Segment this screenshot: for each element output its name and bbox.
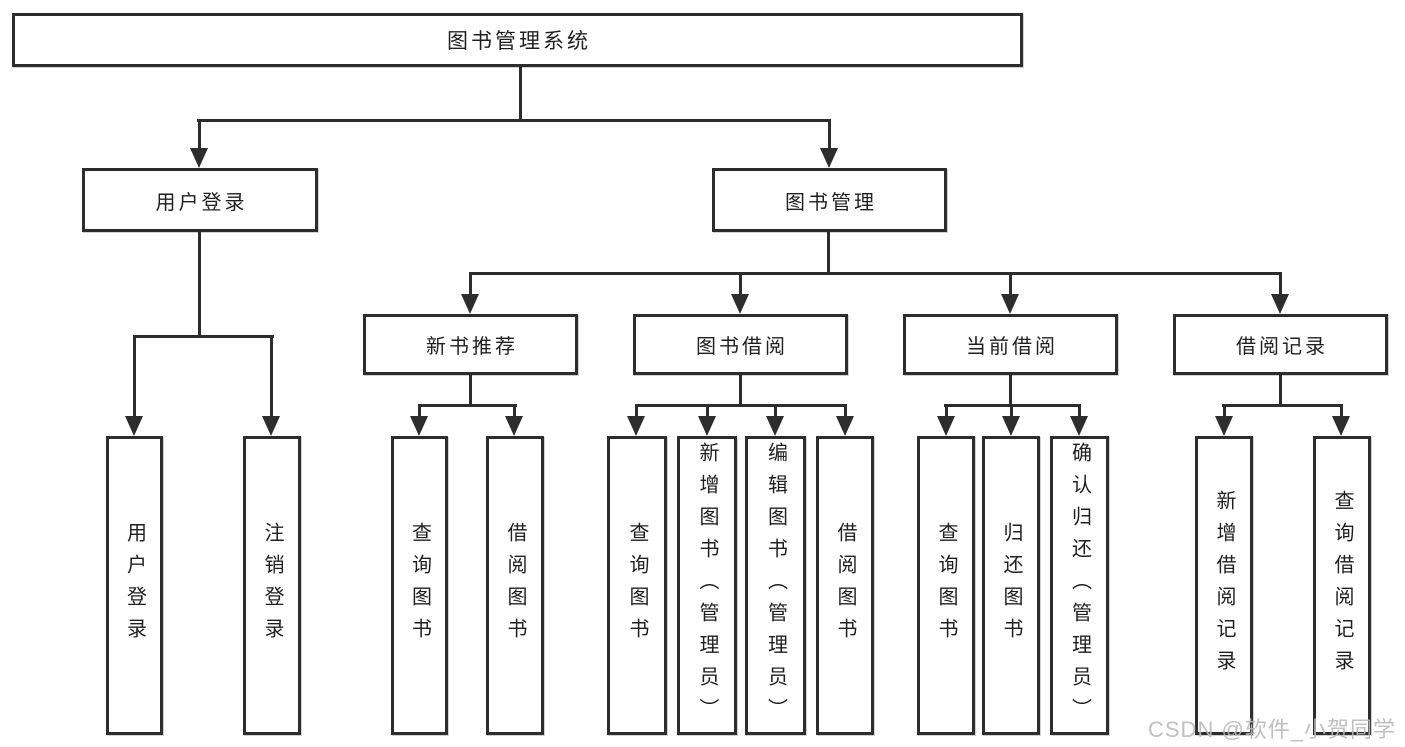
connector-line-user-login-vertical <box>198 232 201 335</box>
connector-line-borrowing-horizontal <box>635 404 847 407</box>
connector-line-book-mgmt-vertical <box>827 232 830 272</box>
connector-arrow-records-add <box>1215 404 1233 436</box>
node-library-system-root: 图书管理系统 <box>12 13 1023 67</box>
connector-arrow-records-query <box>1332 404 1350 436</box>
node-label: 用户登录 <box>123 521 146 650</box>
node-newbook-query-books: 查询图书 <box>391 436 448 735</box>
node-label: 图书管理系统 <box>447 30 591 53</box>
connector-line-current-vertical <box>1009 375 1012 404</box>
node-label: 借阅图书 <box>834 521 856 650</box>
csdn-watermark: CSDN @软件_小贺同学 <box>1148 717 1397 742</box>
connector-arrow-current-confirm <box>1070 404 1088 436</box>
node-new-book-recommend: 新书推荐 <box>363 314 578 375</box>
node-label: 查询图书 <box>935 521 957 650</box>
node-label: 新书推荐 <box>426 336 518 358</box>
node-book-borrowing: 图书借阅 <box>633 314 848 375</box>
node-add-borrow-record: 新增借阅记录 <box>1195 436 1253 735</box>
node-label: 新增借阅记录 <box>1213 489 1235 682</box>
node-return-books: 归还图书 <box>982 436 1040 735</box>
node-label: 注销登录 <box>261 521 283 650</box>
node-current-query-books: 查询图书 <box>917 436 975 735</box>
node-label: 确认归还（管理员） <box>1068 441 1091 730</box>
connector-arrow-to-book-management <box>820 119 838 168</box>
node-label: 用户登录 <box>155 191 248 214</box>
connector-arrow-newbook-query <box>410 404 428 436</box>
node-edit-books-admin: 编辑图书（管理员） <box>745 436 806 735</box>
connector-arrow-newbook-borrow <box>505 404 523 436</box>
connector-line-records-vertical <box>1279 375 1282 404</box>
node-borrowing-query-books: 查询图书 <box>607 436 667 735</box>
connector-arrow-borrowing-add <box>698 404 716 436</box>
connector-arrow-current-query <box>937 404 955 436</box>
node-label: 新增图书（管理员） <box>696 441 718 730</box>
node-borrowing-records: 借阅记录 <box>1173 314 1388 375</box>
connector-arrow-to-current-borrowing <box>1001 272 1019 314</box>
node-label: 当前借阅 <box>966 336 1058 358</box>
node-label: 查询图书 <box>626 521 648 650</box>
node-user-login-action: 用户登录 <box>106 436 163 735</box>
connector-arrow-current-return <box>1002 404 1020 436</box>
connector-line-user-login-horizontal <box>133 335 274 338</box>
node-label: 查询图书 <box>408 521 431 650</box>
node-label: 查询借阅记录 <box>1331 489 1353 682</box>
node-label: 编辑图书（管理员） <box>764 441 787 730</box>
connector-arrow-to-user-login-action <box>125 335 143 436</box>
connector-arrow-to-book-borrowing <box>731 272 749 314</box>
node-confirm-return-admin: 确认归还（管理员） <box>1050 436 1109 735</box>
node-add-books-admin: 新增图书（管理员） <box>677 436 737 735</box>
node-label: 图书管理 <box>785 191 877 214</box>
connector-arrow-to-new-book-recommend <box>461 272 479 314</box>
connector-arrow-to-borrowing-records <box>1271 272 1289 314</box>
connector-line-root-vertical <box>519 67 522 119</box>
connector-line-book-mgmt-horizontal <box>469 272 1282 275</box>
node-user-login: 用户登录 <box>82 168 318 232</box>
connector-line-records-horizontal <box>1222 404 1343 407</box>
connector-arrow-to-logout-action <box>262 335 280 436</box>
connector-arrow-borrowing-edit <box>766 404 784 436</box>
node-label: 归还图书 <box>1000 521 1022 650</box>
connector-line-borrowing-vertical <box>739 375 742 404</box>
connector-arrow-to-user-login <box>190 119 208 168</box>
connector-arrow-borrowing-query <box>627 404 645 436</box>
node-logout-action: 注销登录 <box>243 436 301 735</box>
connector-line-newbook-horizontal <box>418 404 517 407</box>
connector-line-newbook-vertical <box>469 375 472 404</box>
node-label: 借阅图书 <box>504 521 526 650</box>
node-borrowing-borrow-books: 借阅图书 <box>816 436 874 735</box>
node-book-management: 图书管理 <box>712 168 947 232</box>
node-newbook-borrow-books: 借阅图书 <box>486 436 544 735</box>
node-current-borrowing: 当前借阅 <box>903 314 1118 375</box>
connector-line-root-horizontal <box>197 119 831 122</box>
node-label: 图书借阅 <box>696 336 788 358</box>
node-label: 借阅记录 <box>1236 336 1328 358</box>
node-query-borrow-record: 查询借阅记录 <box>1313 436 1371 735</box>
connector-arrow-borrowing-borrow <box>836 404 854 436</box>
